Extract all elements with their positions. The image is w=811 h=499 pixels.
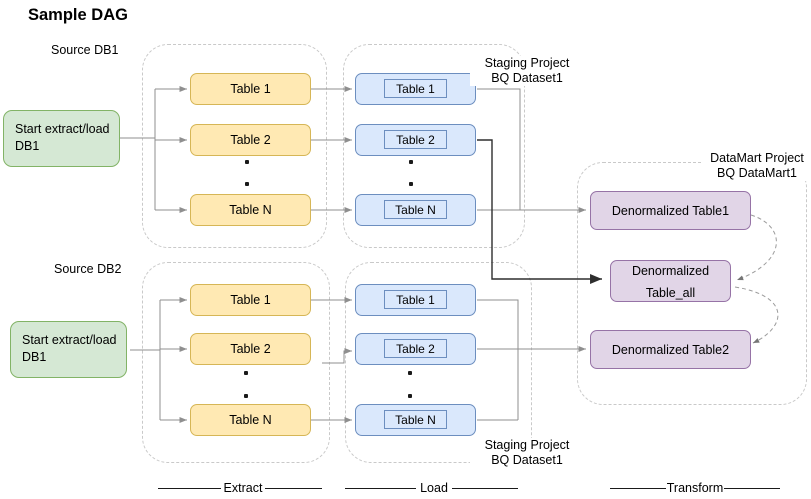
denormalized-table-all-line1: Denormalized [631, 264, 710, 278]
stage-label-extract: Extract [223, 481, 263, 495]
p2-extract-table-n-label: Table N [229, 413, 272, 427]
p1-extract-table-2-label: Table 2 [230, 133, 271, 147]
p1-extract-table-1-label: Table 1 [230, 82, 271, 96]
denormalized-table1-node: Denormalized Table1 [590, 191, 751, 230]
p1-load-table-n: Table N [355, 194, 476, 226]
denormalized-table-all-node: Denormalized Table_all [610, 260, 731, 302]
datamart-label-line2: BQ DataMart1 [717, 166, 797, 180]
p2-load-table-2: Table 2 [355, 333, 476, 365]
p2-extract-table-2: Table 2 [190, 333, 311, 365]
p1-load-table-2-inner: Table 2 [384, 130, 447, 149]
p2-load-table-n-label: Table N [395, 412, 436, 427]
p1-staging-label-line2: BQ Dataset1 [491, 71, 563, 85]
stage-label-load: Load [420, 481, 448, 495]
p1-start-node: Start extract/load DB1 [3, 110, 120, 167]
p1-load-table-1-inner: Table 1 [384, 79, 447, 98]
p2-start-node: Start extract/load DB1 [10, 321, 127, 378]
p2-start-node-line2: DB1 [22, 350, 47, 364]
diagram-title: Sample DAG [28, 6, 128, 24]
ellipsis-dot [408, 371, 412, 375]
denormalized-table1-label: Denormalized Table1 [611, 203, 730, 218]
p2-staging-label-line1: Staging Project [484, 438, 570, 452]
p1-extract-table-2: Table 2 [190, 124, 311, 156]
ellipsis-dot [409, 182, 413, 186]
p1-load-table-1-label: Table 1 [396, 81, 435, 96]
denormalized-table2-label: Denormalized Table2 [611, 342, 730, 357]
ellipsis-dot [244, 371, 248, 375]
p2-staging-label-line2: BQ Dataset1 [491, 453, 563, 467]
denormalized-table2-node: Denormalized Table2 [590, 330, 751, 369]
p2-load-table-2-label: Table 2 [396, 341, 435, 356]
p2-load-table-1-inner: Table 1 [384, 290, 447, 309]
datamart-zone [577, 162, 807, 405]
denormalized-table-all-line2: Table_all [645, 286, 696, 300]
stage-label-transform: Transform [666, 481, 724, 495]
ellipsis-dot [409, 160, 413, 164]
p1-load-table-2-label: Table 2 [396, 132, 435, 147]
p1-staging-label: Staging Project BQ Dataset1 [470, 56, 584, 86]
p1-extract-table-n-label: Table N [229, 203, 272, 217]
p1-start-node-line2: DB1 [15, 139, 40, 153]
datamart-label: DataMart Project BQ DataMart1 [703, 151, 811, 181]
p1-load-table-1: Table 1 [355, 73, 476, 105]
p1-extract-table-n: Table N [190, 194, 311, 226]
p1-staging-label-line1: Staging Project [484, 56, 570, 70]
p2-extract-table-1: Table 1 [190, 284, 311, 316]
p2-extract-table-1-label: Table 1 [230, 293, 271, 307]
p2-load-table-1-label: Table 1 [396, 292, 435, 307]
p2-start-node-line1: Start extract/load [22, 333, 117, 347]
ellipsis-dot [244, 394, 248, 398]
p2-extract-table-n: Table N [190, 404, 311, 436]
p2-load-table-n: Table N [355, 404, 476, 436]
p2-load-table-n-inner: Table N [384, 410, 447, 429]
p1-load-table-n-label: Table N [395, 202, 436, 217]
datamart-label-line1: DataMart Project [710, 151, 804, 165]
p2-load-table-2-inner: Table 2 [384, 339, 447, 358]
p2-staging-label: Staging Project BQ Dataset1 [470, 438, 584, 468]
p2-source-label: Source DB2 [54, 262, 122, 276]
ellipsis-dot [245, 182, 249, 186]
ellipsis-dot [408, 394, 412, 398]
p1-start-node-line1: Start extract/load [15, 122, 110, 136]
p2-extract-table-2-label: Table 2 [230, 342, 271, 356]
p2-load-table-1: Table 1 [355, 284, 476, 316]
p1-extract-table-1: Table 1 [190, 73, 311, 105]
p1-load-table-n-inner: Table N [384, 200, 447, 219]
p1-source-label: Source DB1 [51, 43, 119, 57]
p1-load-table-2: Table 2 [355, 124, 476, 156]
ellipsis-dot [245, 160, 249, 164]
